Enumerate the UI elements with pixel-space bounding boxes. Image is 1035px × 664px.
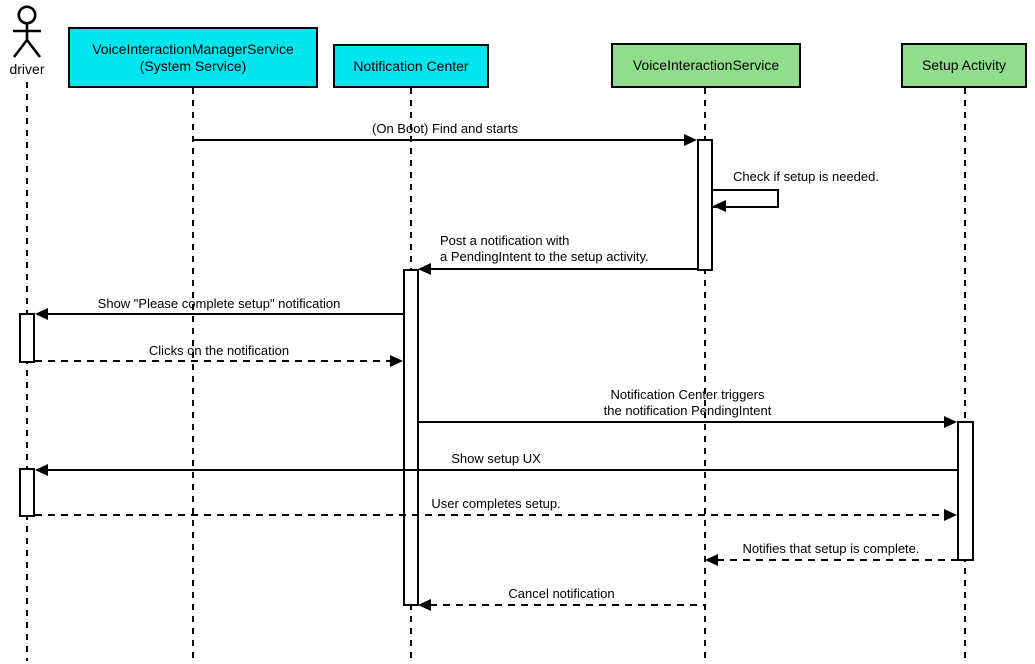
message-label: Show setup UX xyxy=(451,451,541,466)
activation-bar-driver-1 xyxy=(19,313,35,363)
message-label: Check if setup is needed. xyxy=(733,169,879,184)
arrowhead-right-icon xyxy=(390,355,403,367)
arrowhead-left-icon xyxy=(418,599,431,611)
message-line xyxy=(430,268,697,270)
activation-bar-voice-interaction-service xyxy=(697,139,713,271)
message-line xyxy=(47,469,957,471)
participant-voice-interaction-service: VoiceInteractionService xyxy=(611,43,801,88)
participant-notification-center: Notification Center xyxy=(333,44,489,88)
message-label: Cancel notification xyxy=(508,586,615,601)
arrowhead-left-icon xyxy=(35,464,48,476)
actor-label: driver xyxy=(9,61,45,77)
lifeline-voice-interaction-service xyxy=(704,88,706,661)
message-line xyxy=(193,139,685,141)
participant-setup-activity: Setup Activity xyxy=(901,43,1027,88)
arrowhead-left-icon xyxy=(418,263,431,275)
lifeline-voice-interaction-manager-service xyxy=(192,88,194,661)
arrowhead-left-icon xyxy=(705,554,718,566)
message-label: Post a notification with a PendingIntent… xyxy=(440,233,649,264)
message-label: Show "Please complete setup" notificatio… xyxy=(97,296,341,311)
message-label: Clicks on the notification xyxy=(148,343,290,358)
activation-bar-setup-activity xyxy=(957,421,974,561)
message-line xyxy=(430,604,705,606)
arrowhead-right-icon xyxy=(944,509,957,521)
message-label: Notifies that setup is complete. xyxy=(742,541,920,556)
lifeline-driver xyxy=(26,82,28,661)
message-label: User completes setup. xyxy=(431,496,561,511)
arrowhead-left-icon xyxy=(35,308,48,320)
lifeline-setup-activity xyxy=(964,88,966,661)
message-line xyxy=(418,421,945,423)
arrowhead-right-icon xyxy=(684,134,697,146)
message-line xyxy=(47,313,403,315)
arrowhead-left-icon xyxy=(713,200,726,212)
activation-bar-notification-center xyxy=(403,269,419,606)
person-icon xyxy=(12,5,42,58)
participant-voice-interaction-manager-service: VoiceInteractionManagerService (System S… xyxy=(68,27,318,88)
message-line xyxy=(35,514,945,516)
arrowhead-right-icon xyxy=(944,416,957,428)
message-line xyxy=(35,360,391,362)
message-line xyxy=(717,559,957,561)
message-label: (On Boot) Find and starts xyxy=(372,121,518,136)
self-message-loop xyxy=(713,189,779,208)
activation-bar-driver-2 xyxy=(19,468,35,517)
message-label: Notification Center triggers the notific… xyxy=(603,387,772,418)
